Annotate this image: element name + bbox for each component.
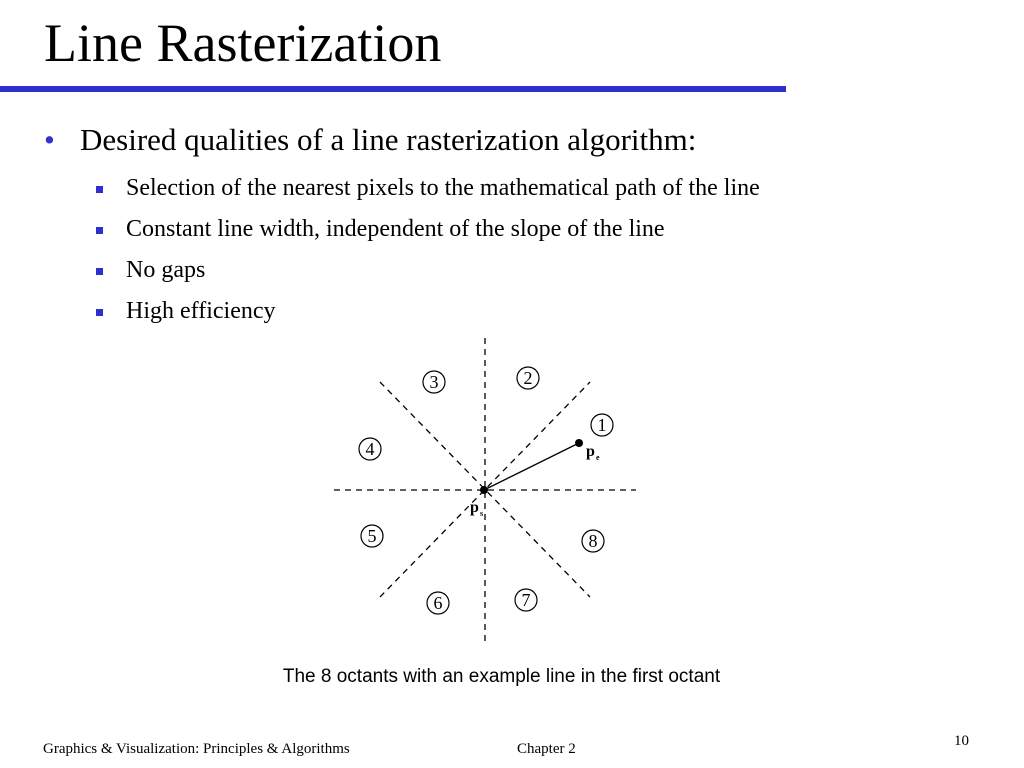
octant-3-label: 3 [430, 372, 439, 392]
octant-3-marker [422, 370, 446, 394]
octant-2-label: 2 [524, 368, 533, 388]
octant-1-marker [590, 413, 614, 437]
octant-5-marker [360, 524, 384, 548]
bullet-marker: • [44, 122, 55, 157]
start-point-label: p [470, 499, 479, 516]
octant-2-marker [516, 366, 540, 390]
start-point [480, 486, 488, 494]
end-point [575, 439, 583, 447]
main-bullet: • Desired qualities of a line rasterizati… [44, 122, 696, 158]
main-bullet-text: Desired qualities of a line rasterizatio… [80, 122, 697, 157]
sub-bullet-item: Selection of the nearest pixels to the m… [96, 168, 760, 209]
octant-1-label: 1 [598, 415, 607, 435]
start-point-subscript: s [480, 509, 483, 518]
figure-caption: The 8 octants with an example line in th… [282, 666, 721, 687]
octant-diagram: 1 2 3 4 5 6 7 8 p e p s [334, 338, 636, 641]
octant-8-marker [581, 529, 605, 553]
octant-7-marker [514, 588, 538, 612]
octant-4-label: 4 [366, 439, 375, 459]
octant-7-label: 7 [522, 590, 531, 610]
sub-bullet-item: Constant line width, independent of the … [96, 209, 760, 250]
octant-5-label: 5 [368, 526, 377, 546]
example-line [483, 442, 580, 491]
page-number: 10 [954, 733, 969, 749]
end-point-subscript: e [596, 453, 600, 462]
slide-title: Line Rasterization [44, 13, 442, 73]
octant-8-label: 8 [589, 531, 598, 551]
end-point-label: p [586, 443, 595, 460]
octant-4-marker [358, 437, 382, 461]
title-underline [0, 86, 786, 92]
octant-6-label: 6 [434, 593, 443, 613]
octant-6-marker [426, 591, 450, 615]
footer-course-title: Graphics & Visualization: Principles & A… [43, 741, 350, 757]
sub-bullet-item: No gaps [96, 250, 760, 291]
sub-bullet-item: High efficiency [96, 291, 760, 332]
footer-chapter: Chapter 2 [517, 741, 576, 757]
sub-bullet-list: Selection of the nearest pixels to the m… [96, 168, 760, 332]
